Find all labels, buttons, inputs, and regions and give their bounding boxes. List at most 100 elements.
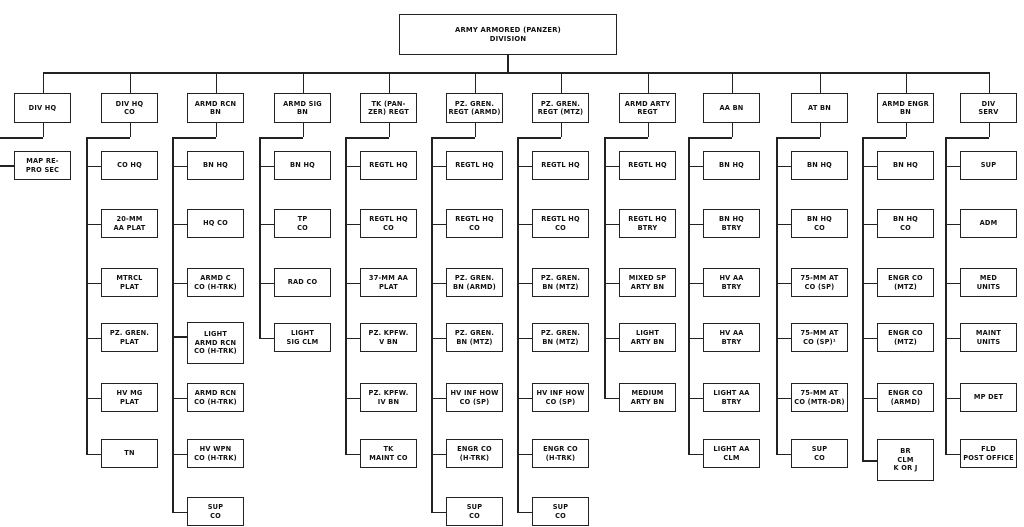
branch-connector — [776, 165, 791, 168]
branch-trunk-line — [345, 137, 347, 456]
branch-connector — [172, 336, 187, 338]
branch-connector — [560, 123, 563, 137]
column-connector — [560, 72, 563, 93]
branch-connector — [517, 453, 532, 456]
branch-connector — [604, 337, 619, 340]
subunit-box: LIGHT ARMD RCN CO (H-TRK) — [187, 322, 244, 364]
branch-connector — [172, 511, 187, 514]
branch-connector — [345, 165, 360, 168]
branch-connector — [172, 223, 187, 226]
branch-trunk-line — [431, 137, 433, 514]
branch-connector — [172, 165, 187, 168]
branch-connector — [431, 223, 446, 226]
subunit-box: MAINT UNITS — [960, 323, 1017, 352]
branch-connector — [259, 223, 274, 226]
subunit-box: BN HQ — [791, 151, 848, 180]
subunit-box: 37-MM AA PLAT — [360, 268, 417, 297]
branch-connector — [604, 282, 619, 285]
branch-connector — [172, 397, 187, 400]
branch-connector — [302, 123, 305, 137]
branch-connector — [172, 282, 187, 285]
branch-connector — [604, 165, 619, 168]
branch-connector — [431, 282, 446, 285]
branch-connector — [862, 397, 877, 400]
division-box: ARMY ARMORED (PANZER) DIVISION — [399, 14, 617, 55]
subunit-box: PZ. GREN. BN (MTZ) — [532, 323, 589, 352]
subunit-box: ENGR CO (H-TRK) — [446, 439, 503, 468]
subunit-box: CO HQ — [101, 151, 158, 180]
subunit-box: ENGR CO (H-TRK) — [532, 439, 589, 468]
subunit-box: FLD POST OFFICE — [960, 439, 1017, 468]
unit-header-box: DIV SERV — [960, 93, 1017, 123]
subunit-box: MTRCL PLAT — [101, 268, 158, 297]
branch-connector — [86, 397, 101, 400]
branch-trunk-line — [517, 137, 519, 514]
subunit-box: REGTL HQ — [446, 151, 503, 180]
subunit-box: SUP CO — [532, 497, 589, 526]
branch-connector — [431, 137, 475, 139]
branch-trunk-line — [945, 137, 947, 456]
subunit-box: 20-MM AA PLAT — [101, 209, 158, 238]
unit-header-box: ARMD ARTY REGT — [619, 93, 676, 123]
branch-connector — [172, 453, 187, 456]
branch-connector — [517, 137, 561, 139]
column-connector — [388, 72, 391, 93]
branch-connector — [172, 137, 216, 139]
branch-connector — [259, 282, 274, 285]
branch-connector — [517, 511, 532, 514]
branch-connector — [945, 453, 960, 456]
subunit-box: BN HQ — [187, 151, 244, 180]
branch-connector — [345, 337, 360, 340]
branch-connector — [776, 397, 791, 400]
subunit-box: ENGR CO (MTZ) — [877, 268, 934, 297]
branch-connector — [862, 282, 877, 285]
branch-connector — [517, 397, 532, 400]
branch-connector — [86, 337, 101, 340]
branch-connector — [259, 165, 274, 168]
branch-connector — [86, 165, 101, 168]
branch-connector — [945, 397, 960, 400]
unit-header-box: AA BN — [703, 93, 760, 123]
unit-header-box: TK (PAN- ZER) REGT — [360, 93, 417, 123]
branch-connector — [688, 223, 703, 226]
branch-connector — [517, 165, 532, 168]
branch-connector — [862, 223, 877, 226]
branch-connector — [0, 165, 14, 167]
branch-connector — [431, 511, 446, 514]
division-connector — [507, 55, 509, 72]
subunit-box: ARMD RCN CO (H-TRK) — [187, 383, 244, 412]
branch-connector — [345, 282, 360, 285]
branch-connector — [688, 453, 703, 456]
subunit-box: PZ. KPFW. IV BN — [360, 383, 417, 412]
branch-trunk-line — [172, 137, 174, 514]
branch-connector — [688, 337, 703, 340]
subunit-box: LIGHT SIG CLM — [274, 323, 331, 352]
column-connector — [988, 72, 991, 93]
branch-connector — [647, 123, 650, 137]
branch-trunk-line — [86, 137, 88, 456]
branch-connector — [862, 460, 877, 462]
branch-connector — [945, 137, 989, 139]
branch-connector — [819, 123, 822, 137]
branch-connector — [688, 165, 703, 168]
subunit-box: HV INF HOW CO (SP) — [446, 383, 503, 412]
branch-connector — [431, 165, 446, 168]
column-connector — [42, 72, 45, 93]
subunit-box: PZ. GREN. BN (MTZ) — [532, 268, 589, 297]
branch-connector — [345, 223, 360, 226]
unit-header-box: PZ. GREN. REGT (MTZ) — [532, 93, 589, 123]
subunit-box: HV MG PLAT — [101, 383, 158, 412]
subunit-box: BN HQ CO — [791, 209, 848, 238]
unit-header-box: PZ. GREN. REGT (ARMD) — [446, 93, 503, 123]
branch-trunk-line — [776, 137, 778, 456]
branch-connector — [86, 223, 101, 226]
branch-connector — [345, 137, 389, 139]
branch-connector — [431, 337, 446, 340]
subunit-box: BN HQ — [274, 151, 331, 180]
branch-connector — [945, 165, 960, 168]
branch-connector — [474, 123, 477, 137]
subunit-box: TK MAINT CO — [360, 439, 417, 468]
branch-connector — [776, 137, 820, 139]
branch-connector — [431, 397, 446, 400]
